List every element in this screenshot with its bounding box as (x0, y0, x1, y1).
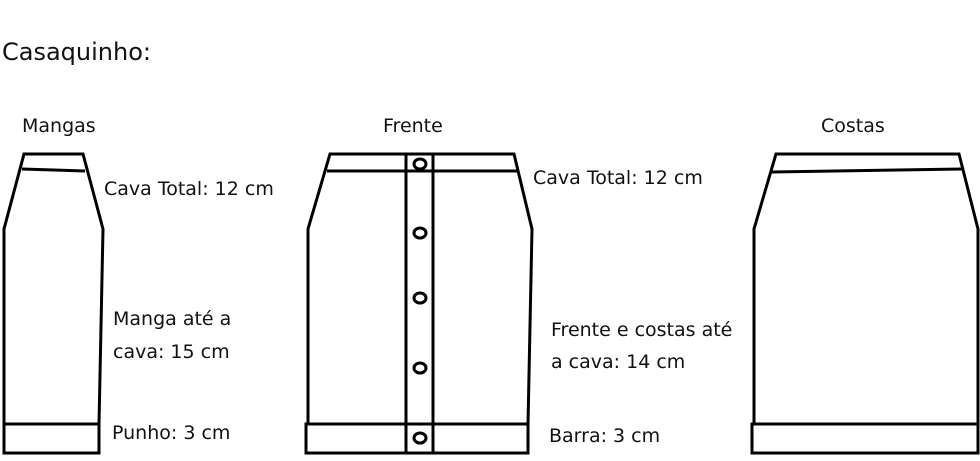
sleeve-cuff-label: Punho: 3 cm (112, 422, 231, 444)
sleeve-length-label-line2: cava: 15 cm (113, 341, 230, 363)
back-hem-band (750, 422, 980, 455)
sleeve-top-band-line (21, 167, 86, 173)
front-hem-band (304, 422, 530, 455)
back-heading: Costas (821, 115, 885, 137)
back-top-band-line (771, 167, 963, 174)
page-title: Casaquinho: (2, 38, 151, 66)
back-outline (752, 152, 980, 426)
sleeve-length-label-line1: Manga até a (113, 308, 232, 330)
button-5 (412, 431, 428, 445)
front-heading: Frente (383, 115, 443, 137)
body-length-label-line2: a cava: 14 cm (551, 351, 686, 373)
sleeves-heading: Mangas (22, 115, 96, 137)
button-1 (412, 157, 428, 171)
body-length-label-line1: Frente e costas até (551, 319, 733, 341)
sleeve-armhole-label: Cava Total: 12 cm (104, 178, 274, 200)
sleeve-cuff (2, 422, 101, 455)
button-4 (412, 361, 428, 375)
front-armhole-label: Cava Total: 12 cm (533, 167, 703, 189)
button-3 (412, 291, 428, 305)
hem-band-label: Barra: 3 cm (549, 425, 661, 447)
button-2 (412, 226, 428, 240)
